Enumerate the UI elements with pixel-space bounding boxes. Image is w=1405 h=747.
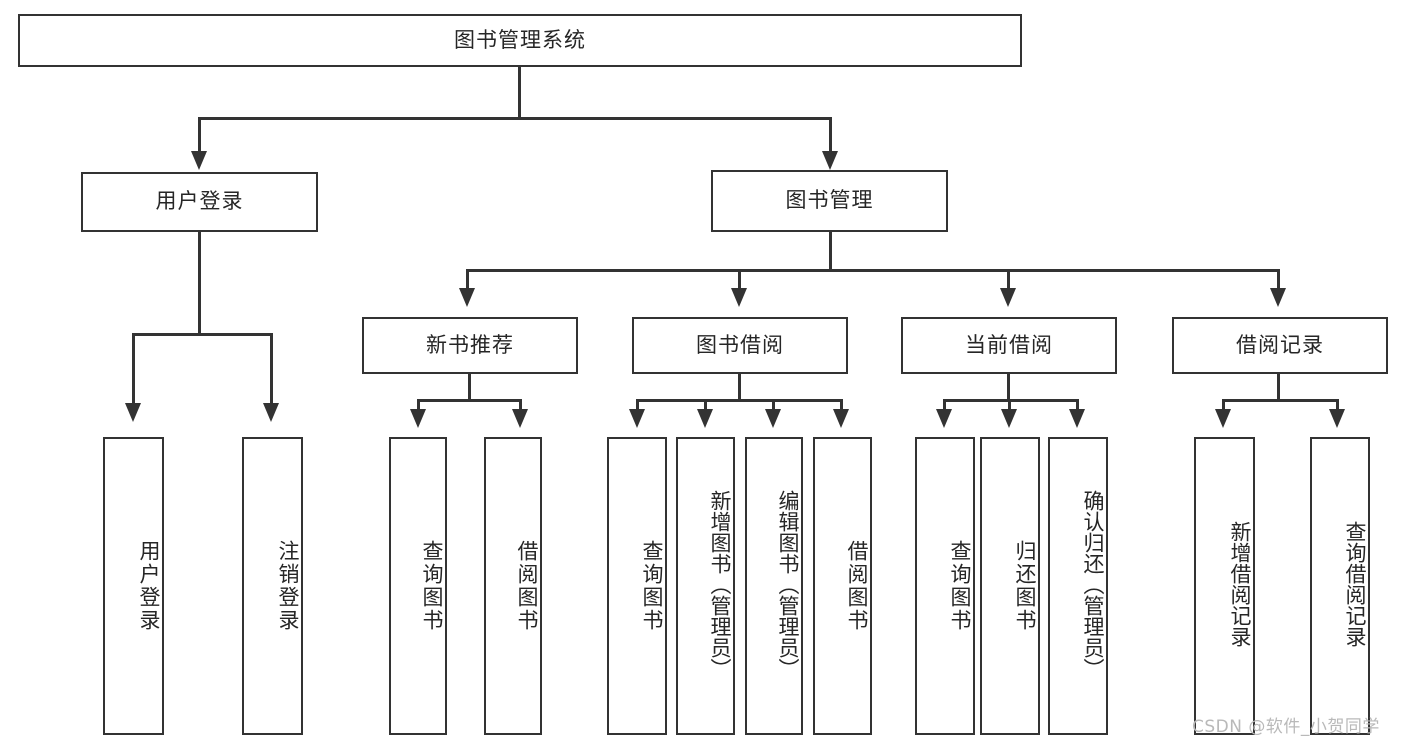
edge-borrow-record-stem <box>1277 374 1280 401</box>
edge-user-login-child2 <box>270 333 273 405</box>
edge-new-book-bar <box>417 399 522 402</box>
node-label: 查询图书 <box>420 540 444 632</box>
watermark-csdn: CSDN @软件_小贺同学 <box>1192 717 1380 737</box>
leaf-bb-edit-book-admin[interactable]: 编辑图书（管理员） <box>745 437 803 735</box>
arrowhead-br-leaf1 <box>1215 409 1231 428</box>
edge-cb-c2 <box>1008 399 1011 411</box>
arrowhead-borrow-record <box>1270 288 1286 307</box>
node-label: 查询图书 <box>948 540 972 632</box>
edge-new-book-c2 <box>519 399 522 411</box>
leaf-nb-query-book[interactable]: 查询图书 <box>389 437 447 735</box>
arrowhead-nb-leaf2 <box>512 409 528 428</box>
edge-bb-c4 <box>840 399 843 411</box>
node-label: 借阅记录 <box>1236 332 1324 357</box>
node-label: 确认归还（管理员） <box>1081 489 1105 679</box>
edge-borrow-record-bar <box>1222 399 1339 402</box>
leaf-user-login[interactable]: 用户登录 <box>103 437 164 735</box>
edge-cb-c3 <box>1076 399 1079 411</box>
node-label: 图书管理系统 <box>454 27 586 52</box>
arrowhead-user-login <box>191 151 207 170</box>
node-book-management[interactable]: 图书管理 <box>711 170 948 232</box>
arrowhead-bb-leaf2 <box>697 409 713 428</box>
edge-level1-bar <box>198 117 832 120</box>
node-label: 借阅图书 <box>845 540 869 632</box>
leaf-logout[interactable]: 注销登录 <box>242 437 303 735</box>
edge-user-login-stem <box>198 232 201 334</box>
leaf-br-query-record[interactable]: 查询借阅记录 <box>1310 437 1370 735</box>
edge-level3-bar <box>466 269 1278 272</box>
edge-bb-c1 <box>636 399 639 411</box>
node-label: 图书借阅 <box>696 332 784 357</box>
leaf-cb-return-book[interactable]: 归还图书 <box>980 437 1040 735</box>
edge-book-borrow-bar <box>636 399 842 402</box>
leaf-bb-borrow-book[interactable]: 借阅图书 <box>813 437 872 735</box>
arrowhead-bb-leaf4 <box>833 409 849 428</box>
edge-bb-c3 <box>772 399 775 411</box>
leaf-nb-borrow-book[interactable]: 借阅图书 <box>484 437 542 735</box>
arrowhead-book-borrow <box>731 288 747 307</box>
edge-to-current-borrow <box>1007 269 1010 289</box>
arrowhead-leaf-logout <box>263 403 279 422</box>
arrowhead-current-borrow <box>1000 288 1016 307</box>
node-current-borrow[interactable]: 当前借阅 <box>901 317 1117 374</box>
leaf-bb-add-book-admin[interactable]: 新增图书（管理员） <box>676 437 735 735</box>
node-label: 新增借阅记录 <box>1228 521 1252 647</box>
node-label: 查询借阅记录 <box>1343 521 1367 647</box>
node-label: 当前借阅 <box>965 332 1053 357</box>
leaf-bb-query-book[interactable]: 查询图书 <box>607 437 667 735</box>
node-label: 新书推荐 <box>426 332 514 357</box>
arrowhead-leaf-user-login <box>125 403 141 422</box>
edge-to-book-borrow <box>738 269 741 289</box>
edge-to-new-book <box>466 269 469 289</box>
node-root-book-management-system[interactable]: 图书管理系统 <box>18 14 1022 67</box>
node-label: 新增图书（管理员） <box>708 489 732 679</box>
leaf-cb-query-book[interactable]: 查询图书 <box>915 437 975 735</box>
node-book-borrow[interactable]: 图书借阅 <box>632 317 848 374</box>
arrowhead-cb-leaf2 <box>1001 409 1017 428</box>
node-borrow-record[interactable]: 借阅记录 <box>1172 317 1388 374</box>
edge-book-management-stem <box>829 232 832 271</box>
edge-to-user-login <box>198 117 201 153</box>
edge-to-book-management <box>829 117 832 153</box>
node-label: 用户登录 <box>155 189 244 214</box>
arrowhead-cb-leaf3 <box>1069 409 1085 428</box>
node-label: 图书管理 <box>785 188 874 213</box>
node-label: 查询图书 <box>640 540 664 632</box>
arrowhead-book-management <box>822 151 838 170</box>
arrowhead-bb-leaf3 <box>765 409 781 428</box>
edge-br-c2 <box>1336 399 1339 411</box>
arrowhead-nb-leaf1 <box>410 409 426 428</box>
edge-new-book-c1 <box>417 399 420 411</box>
node-user-login[interactable]: 用户登录 <box>81 172 318 232</box>
edge-br-c1 <box>1222 399 1225 411</box>
node-label: 归还图书 <box>1013 540 1037 632</box>
arrowhead-cb-leaf1 <box>936 409 952 428</box>
node-label: 编辑图书（管理员） <box>776 489 800 679</box>
edge-root-stem <box>518 67 521 118</box>
node-new-book-recommend[interactable]: 新书推荐 <box>362 317 578 374</box>
arrowhead-bb-leaf1 <box>629 409 645 428</box>
node-label: 用户登录 <box>137 540 161 632</box>
edge-new-book-stem <box>468 374 471 401</box>
leaf-br-add-record[interactable]: 新增借阅记录 <box>1194 437 1255 735</box>
edge-user-login-child1 <box>132 333 135 405</box>
arrowhead-br-leaf2 <box>1329 409 1345 428</box>
edge-bb-c2 <box>704 399 707 411</box>
leaf-cb-confirm-return-admin[interactable]: 确认归还（管理员） <box>1048 437 1108 735</box>
node-label: 借阅图书 <box>515 540 539 632</box>
node-label: 注销登录 <box>276 540 300 632</box>
edge-book-borrow-stem <box>738 374 741 401</box>
edge-to-borrow-record <box>1277 269 1280 289</box>
edge-current-borrow-stem <box>1007 374 1010 401</box>
edge-user-login-bar <box>132 333 272 336</box>
edge-cb-c1 <box>943 399 946 411</box>
arrowhead-new-book-recommend <box>459 288 475 307</box>
